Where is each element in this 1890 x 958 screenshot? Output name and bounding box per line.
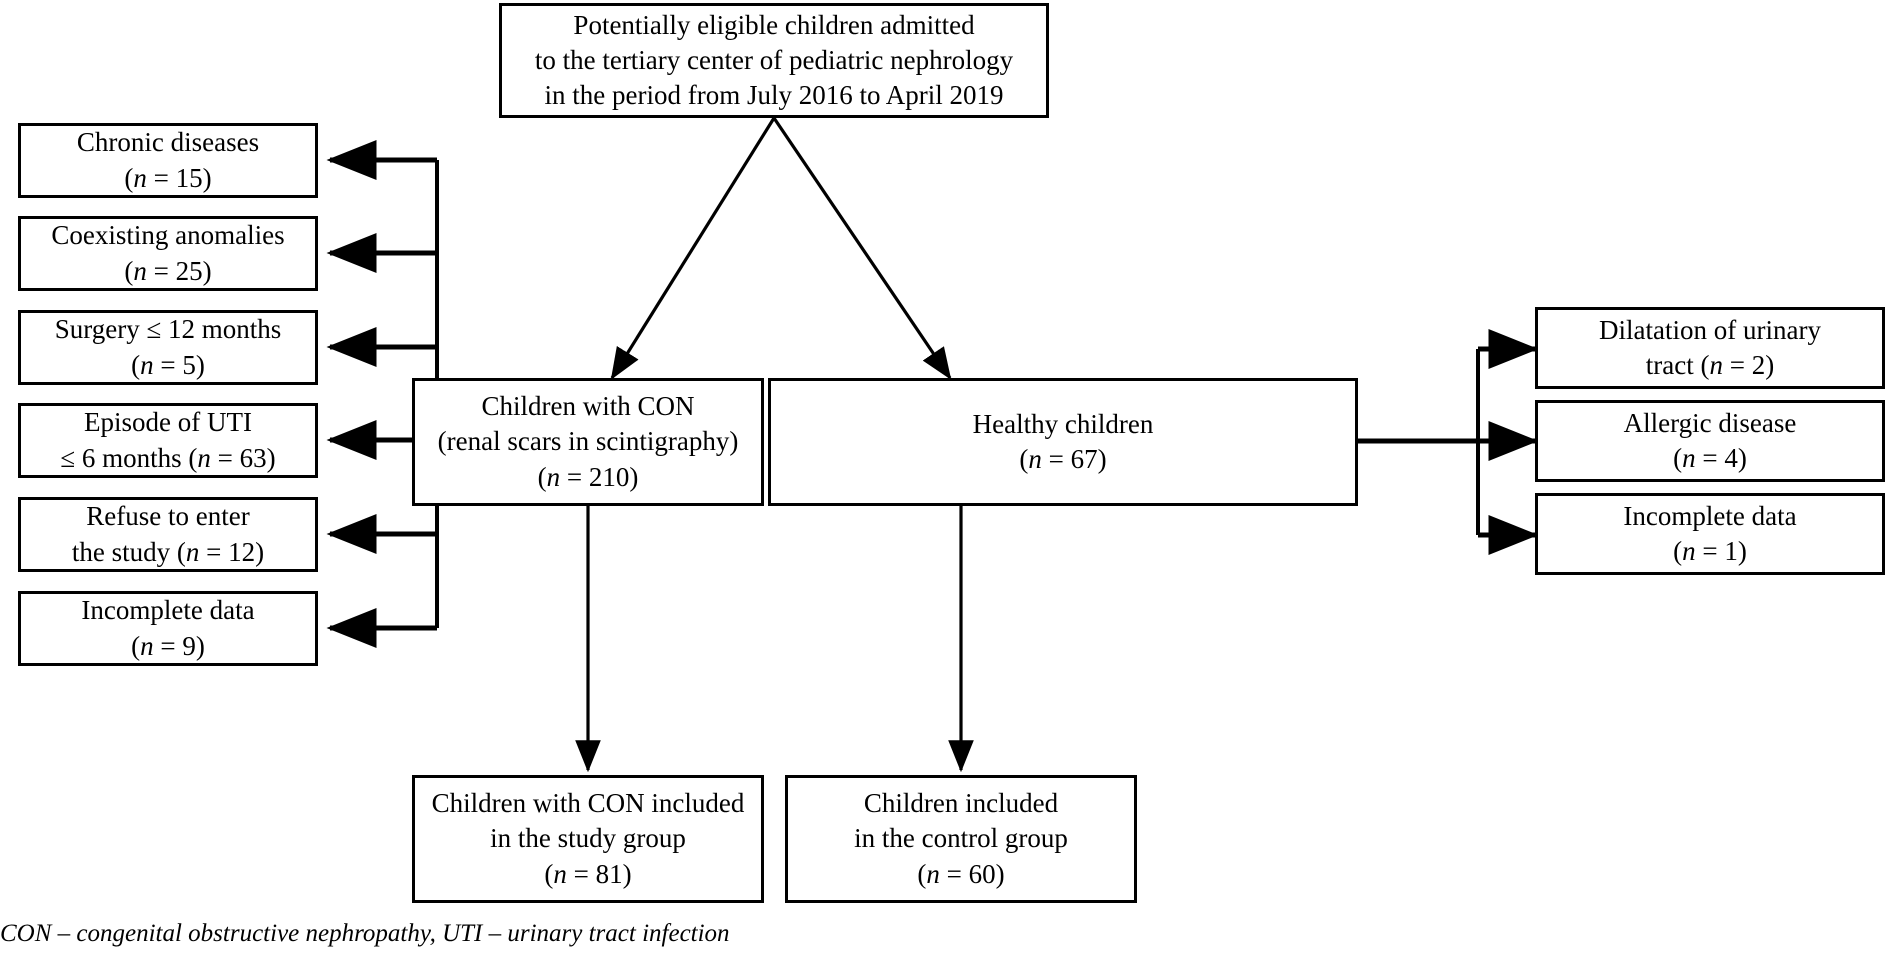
n-value: = 15) [146, 162, 212, 193]
node-line-2: in the control group [854, 823, 1068, 854]
node-line-1: Chronic diseases [76, 127, 260, 158]
n-value: = 5) [153, 349, 205, 380]
n-symbol: n [553, 858, 567, 889]
n-prefix: ( [917, 858, 927, 889]
edge-eligible-to-con [610, 117, 776, 380]
n-symbol: n [926, 858, 940, 889]
n-value: = 12) [199, 536, 265, 567]
node-episode-of-uti[interactable]: Episode of UTI ≤ 6 months (n = 63) [18, 403, 318, 478]
n-prefix: ( [1673, 536, 1683, 566]
node-refuse-to-enter-study[interactable]: Refuse to enter the study (n = 12) [18, 497, 318, 572]
n-symbol: n [546, 461, 561, 492]
n-value: = 25) [146, 255, 212, 286]
node-line-1: Incomplete data [81, 595, 255, 626]
node-line-3: (n = 210) [421, 460, 755, 495]
node-line-2: (n = 15) [27, 161, 309, 196]
node-line-2: (n = 1) [1544, 534, 1876, 569]
node-line-1: Surgery ≤ 12 months [54, 314, 282, 345]
node-study-group[interactable]: Children with CON included in the study … [412, 775, 764, 903]
n-value: = 81) [566, 858, 632, 889]
n-symbol: n [1709, 350, 1723, 380]
n-prefix: ( [1019, 444, 1029, 474]
n-value: = 67) [1041, 444, 1107, 474]
n-value: = 2) [1722, 350, 1775, 380]
node-line-1: Potentially eligible children admitted [573, 9, 975, 40]
n-symbol: n [140, 349, 154, 380]
node-surgery-12-months[interactable]: Surgery ≤ 12 months (n = 5) [18, 310, 318, 385]
node-line-2: (n = 25) [27, 254, 309, 289]
n-prefix: ( [131, 630, 141, 661]
node-chronic-diseases[interactable]: Chronic diseases (n = 15) [18, 123, 318, 198]
node-potentially-eligible-children[interactable]: Potentially eligible children admitted t… [499, 3, 1049, 118]
n-prefix: ( [1673, 443, 1683, 473]
n-prefix: tract ( [1645, 350, 1710, 380]
node-line-1: Coexisting anomalies [51, 220, 285, 251]
n-value: = 9) [153, 630, 205, 661]
node-coexisting-anomalies[interactable]: Coexisting anomalies (n = 25) [18, 216, 318, 291]
n-symbol: n [197, 442, 211, 473]
node-incomplete-data-right[interactable]: Incomplete data (n = 1) [1535, 493, 1885, 575]
n-prefix: ≤ 6 months ( [60, 442, 198, 473]
n-prefix: ( [537, 461, 547, 492]
n-symbol: n [1682, 443, 1696, 473]
n-symbol: n [133, 255, 147, 286]
node-line-3: (n = 60) [794, 857, 1128, 892]
node-line-1: Healthy children [972, 408, 1154, 439]
node-line-2: tract (n = 2) [1544, 348, 1876, 383]
node-line-2: (n = 9) [27, 629, 309, 664]
edge-eligible-to-healthy [772, 117, 952, 380]
n-prefix: the study ( [71, 536, 186, 567]
figure-footnote: CON – congenital obstructive nephropathy… [0, 920, 730, 947]
node-line-1: Allergic disease [1623, 407, 1797, 438]
n-value: = 4) [1695, 443, 1747, 473]
n-symbol: n [140, 630, 154, 661]
n-value: = 1) [1695, 536, 1747, 566]
node-line-1: Refuse to enter [86, 501, 250, 532]
node-dilatation-of-urinary-tract[interactable]: Dilatation of urinary tract (n = 2) [1535, 307, 1885, 389]
node-children-with-con[interactable]: Children with CON (renal scars in scinti… [412, 378, 764, 506]
edge-healthy-to-right-exclusions [1358, 329, 1539, 555]
node-line-1: Episode of UTI [84, 407, 252, 438]
node-line-3: in the period from July 2016 to April 20… [544, 80, 1004, 111]
node-line-1: Dilatation of urinary [1599, 314, 1821, 345]
n-prefix: ( [124, 255, 134, 286]
node-allergic-disease[interactable]: Allergic disease (n = 4) [1535, 400, 1885, 482]
n-value: = 210) [560, 461, 639, 492]
node-healthy-children[interactable]: Healthy children (n = 67) [768, 378, 1358, 506]
n-value: = 63) [210, 442, 276, 473]
node-line-2: the study (n = 12) [27, 535, 309, 570]
node-line-2: ≤ 6 months (n = 63) [27, 441, 309, 476]
n-symbol: n [1682, 536, 1696, 566]
node-line-2: in the study group [490, 823, 686, 854]
n-prefix: ( [131, 349, 141, 380]
node-line-1: Children with CON included [431, 788, 745, 819]
node-line-2: to the tertiary center of pediatric neph… [534, 44, 1014, 75]
node-line-1: Incomplete data [1623, 500, 1797, 531]
n-prefix: ( [544, 858, 554, 889]
node-line-2: (n = 5) [27, 348, 309, 383]
node-incomplete-data-left[interactable]: Incomplete data (n = 9) [18, 591, 318, 666]
n-symbol: n [133, 162, 147, 193]
n-value: = 60) [939, 858, 1005, 889]
node-line-2: (n = 67) [777, 442, 1349, 477]
node-line-1: Children with CON [481, 391, 695, 422]
node-line-1: Children included [863, 788, 1059, 819]
node-control-group[interactable]: Children included in the control group (… [785, 775, 1137, 903]
node-line-3: (n = 81) [421, 857, 755, 892]
node-line-2: (renal scars in scintigraphy) [437, 426, 739, 457]
n-prefix: ( [124, 162, 134, 193]
node-line-2: (n = 4) [1544, 441, 1876, 476]
n-symbol: n [1028, 444, 1042, 474]
n-symbol: n [185, 536, 200, 567]
